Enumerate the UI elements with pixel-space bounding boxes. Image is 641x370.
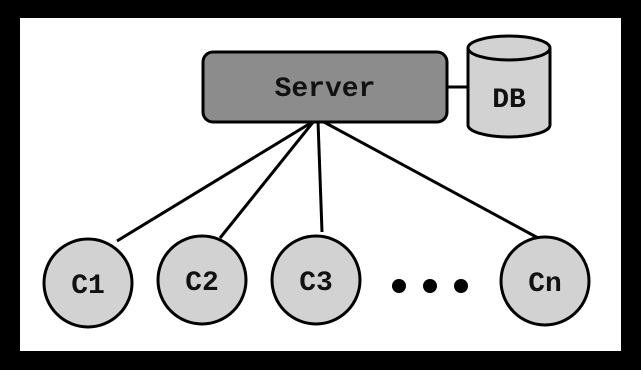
- client-node-c3: C3: [270, 234, 362, 326]
- client-circle: [42, 237, 134, 329]
- ellipsis-dots: [392, 279, 468, 293]
- ellipsis-dot: [392, 279, 406, 293]
- server-label: Server: [275, 74, 376, 105]
- client-circle: [270, 234, 362, 326]
- db-cylinder-body: [466, 48, 552, 139]
- client-circle: [156, 234, 248, 326]
- client-node-cn: Cn: [499, 235, 591, 327]
- client-node-c2: C2: [156, 234, 248, 326]
- ellipsis-dot: [423, 279, 437, 293]
- client-label: Cn: [528, 269, 562, 300]
- ellipsis-dot: [454, 279, 468, 293]
- link-server-c1: [116, 119, 315, 243]
- client-label: C3: [299, 268, 333, 299]
- server-box: [201, 50, 449, 124]
- client-label: C1: [71, 271, 105, 302]
- link-server-c3: [316, 120, 324, 233]
- db-cylinder-top: [466, 34, 552, 62]
- client-circle: [499, 235, 591, 327]
- server-node: Server: [201, 50, 449, 124]
- link-server-c2: [218, 120, 316, 239]
- client-node-c1: C1: [42, 237, 134, 329]
- database-node: DB: [466, 34, 552, 139]
- client-label: C2: [185, 268, 219, 299]
- link-server-cn: [321, 119, 541, 241]
- db-label: DB: [492, 85, 526, 116]
- connections: [116, 85, 541, 243]
